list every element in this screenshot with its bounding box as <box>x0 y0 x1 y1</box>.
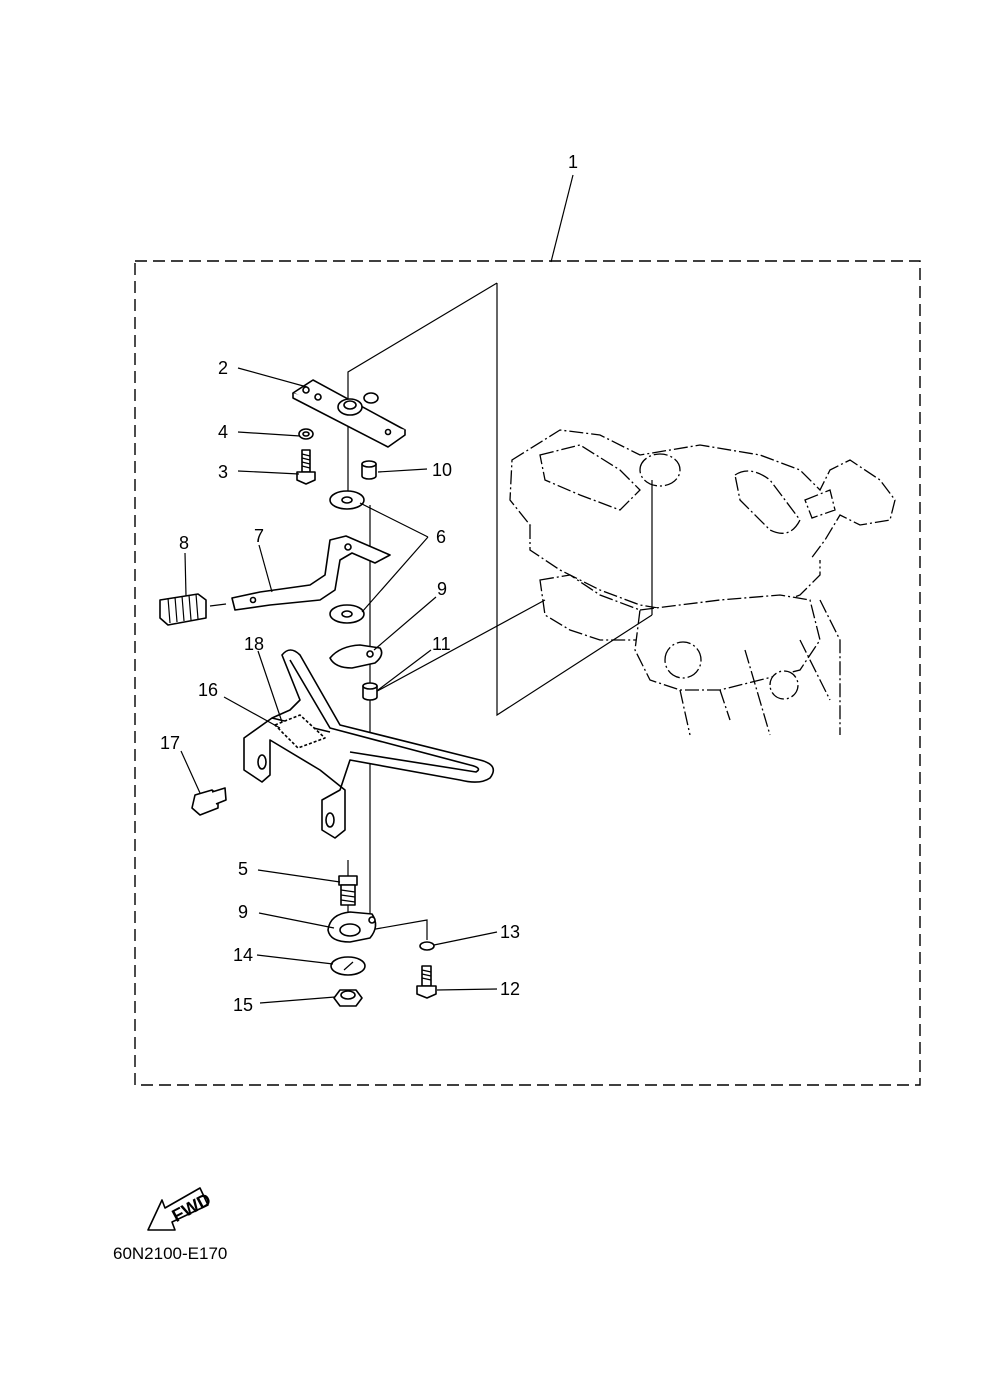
callout-11: 11 <box>432 634 451 654</box>
part-15-nut <box>333 989 363 1007</box>
callout-17: 17 <box>160 733 180 753</box>
part-3-bolt <box>296 449 316 485</box>
callout-5: 5 <box>238 859 248 879</box>
part-14-washer <box>330 956 366 976</box>
callout-9-upper: 9 <box>437 579 447 599</box>
part-4-washer <box>298 428 314 440</box>
part-10-collar <box>361 460 377 480</box>
part-5-bolt <box>338 875 358 906</box>
part-17-pin <box>191 787 227 816</box>
callout-10: 10 <box>432 460 452 480</box>
part-8-grip <box>159 593 227 626</box>
callout-1: 1 <box>568 152 578 172</box>
callout-16: 16 <box>198 680 218 700</box>
mounting-bracket-outline <box>509 429 896 736</box>
callout-14: 14 <box>233 945 253 965</box>
diagram-code: 60N2100-E170 <box>113 1244 228 1263</box>
kit-boundary <box>134 260 921 1086</box>
forward-direction-arrow: FWD <box>147 1187 214 1231</box>
part-6-washer-upper <box>329 490 365 510</box>
callout-leaders <box>180 174 574 1004</box>
part-18-label-plate <box>274 714 326 749</box>
part-16-guide-bracket <box>243 649 495 839</box>
part-2-plate <box>292 379 406 448</box>
callout-3: 3 <box>218 462 228 482</box>
part-6-washer-lower <box>329 604 365 624</box>
callout-9-lower: 9 <box>238 902 248 922</box>
callout-6: 6 <box>436 527 446 547</box>
callout-7: 7 <box>254 526 264 546</box>
assembly-lines <box>347 282 653 940</box>
callout-8: 8 <box>179 533 189 553</box>
callout-4: 4 <box>218 422 228 442</box>
part-13-washer <box>419 941 435 951</box>
callout-12: 12 <box>500 979 520 999</box>
part-7-lever <box>231 535 391 611</box>
part-9-washer-lower <box>327 911 377 943</box>
callout-18: 18 <box>244 634 264 654</box>
part-11-collar <box>362 682 378 701</box>
callout-2: 2 <box>218 358 228 378</box>
callout-15: 15 <box>233 995 253 1015</box>
callout-numbers: 1 2 4 3 10 6 7 8 9 11 18 16 17 5 9 13 14… <box>160 152 578 1015</box>
part-12-bolt <box>416 965 437 999</box>
callout-13: 13 <box>500 922 520 942</box>
part-9-plate-upper <box>329 644 383 669</box>
